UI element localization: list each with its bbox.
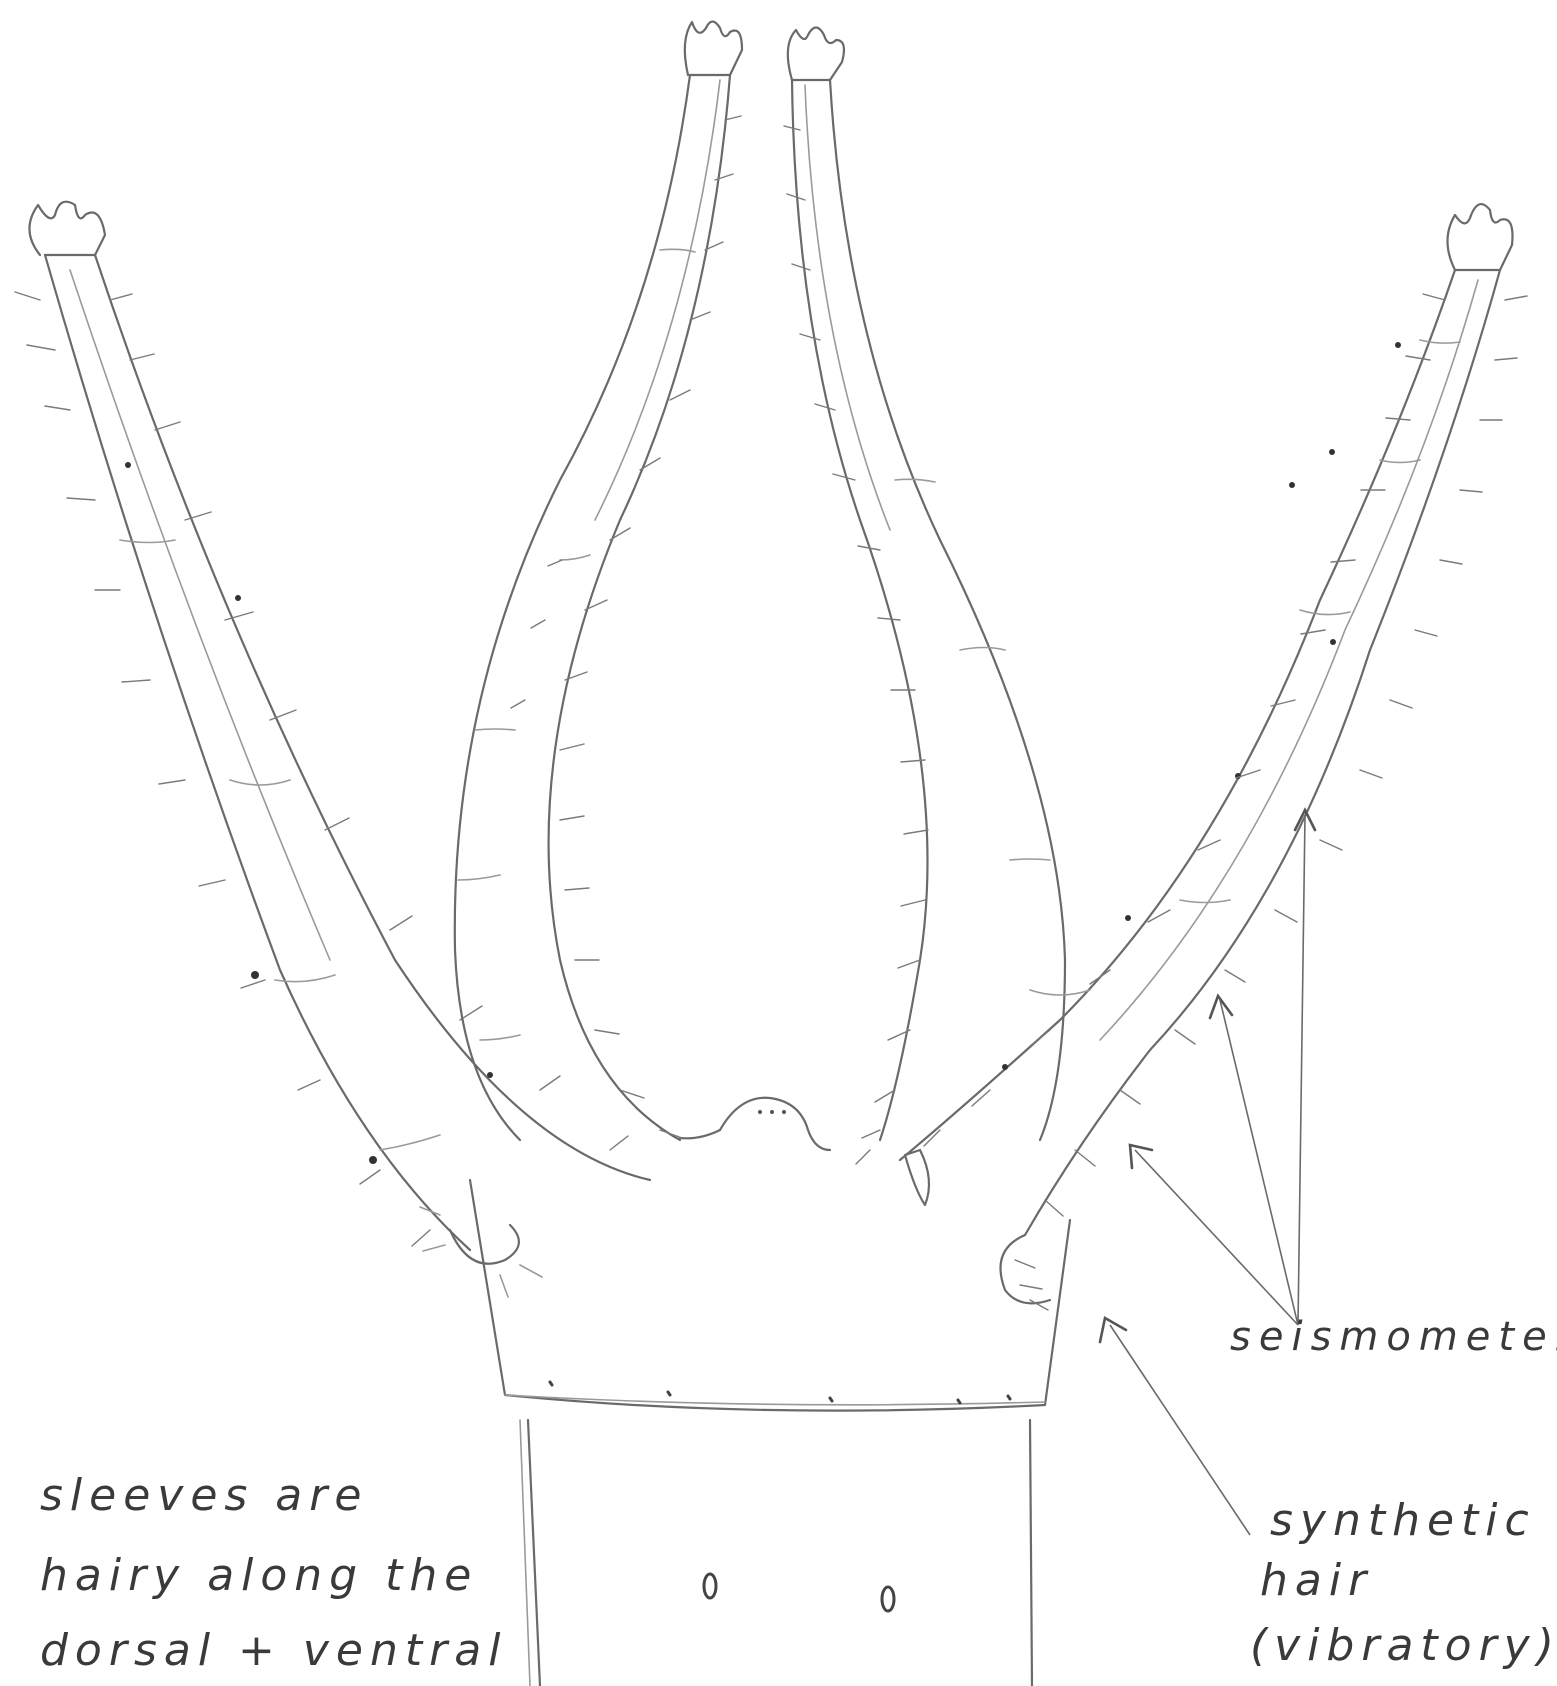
- right-spot: [882, 1587, 894, 1611]
- body-segment: [520, 1420, 1032, 1686]
- head-capsule: [470, 1180, 1070, 1411]
- synthetic-hair-label-line2: hair: [1260, 1555, 1373, 1606]
- synthetic-hair-label-line1: synthetic: [1270, 1495, 1536, 1546]
- seismometers-label: seismometers: [1230, 1314, 1557, 1360]
- synthetic-hair-label-line3: (vibratory): [1250, 1620, 1557, 1671]
- note-line-3: dorsal + ventral: [40, 1625, 507, 1676]
- inner-left-sleeve: [455, 22, 742, 1141]
- inner-right-sleeve: [784, 28, 1065, 1165]
- note-line-2: hairy along the: [40, 1550, 478, 1601]
- central-node: [680, 1098, 830, 1150]
- seismometer-arrows: [1130, 810, 1315, 1325]
- note-line-1: sleeves are: [40, 1470, 368, 1521]
- synthetic-hair-arrow: [1100, 1318, 1250, 1535]
- left-spot: [704, 1574, 716, 1598]
- far-right-sleeve: [900, 204, 1527, 1310]
- far-left-hairs: [15, 292, 628, 1246]
